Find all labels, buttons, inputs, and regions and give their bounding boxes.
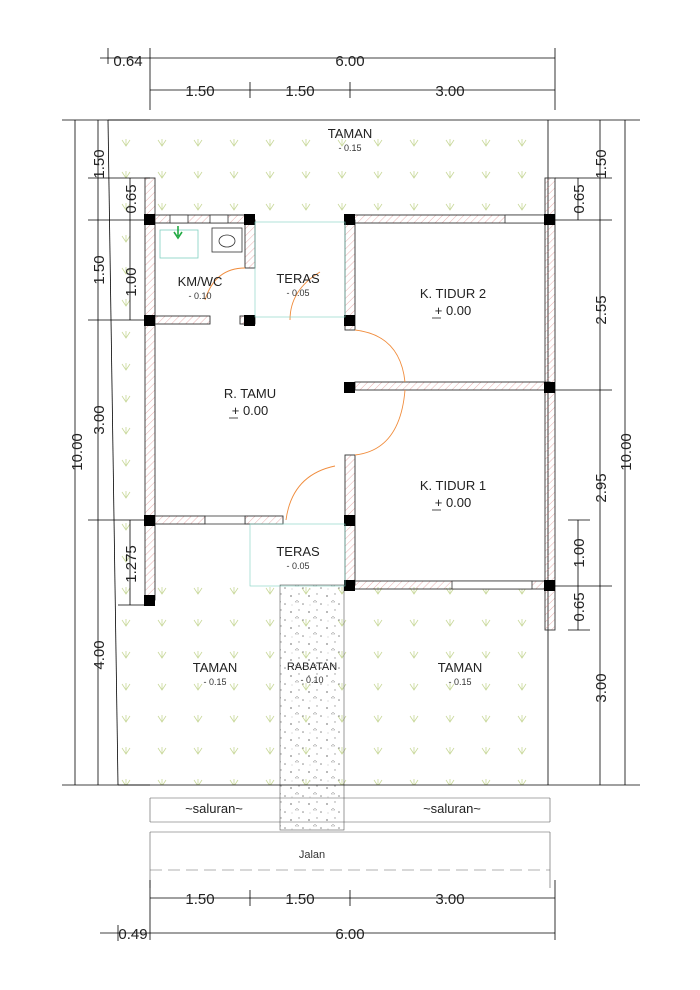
dim-right-4: 2.95 [593, 473, 610, 502]
dim-left-7: 4.00 [91, 640, 108, 669]
dim-right-6: 0.65 [571, 592, 588, 621]
bak-mandi-icon [159, 229, 199, 259]
teras-bottom-outline [249, 523, 346, 587]
elev-taman-top: - 0.15 [338, 143, 361, 153]
door-tidur2 [354, 329, 406, 383]
doors [204, 267, 406, 521]
dim-right-3: 2.55 [593, 295, 610, 324]
room-teras-top: TERAS [276, 271, 320, 286]
door-kmwc [204, 267, 246, 301]
dim-top-1: 1.50 [185, 83, 214, 100]
toilet-icon [211, 227, 243, 253]
dim-right-2: 0.65 [571, 184, 588, 213]
window-kmwc-1 [169, 214, 189, 224]
window-kmwc-2 [209, 214, 229, 224]
teras-outlines [249, 221, 346, 587]
dim-left-6: 1.275 [123, 545, 140, 583]
room-taman-top: TAMAN [328, 126, 373, 141]
elev-teras-top: - 0.05 [286, 288, 309, 298]
dim-bottom-1: 1.50 [185, 891, 214, 908]
dim-top-overall: 6.00 [335, 53, 364, 70]
windows [169, 214, 546, 590]
room-tamu: R. TAMU [224, 386, 276, 401]
dim-left-4: 1.00 [123, 267, 140, 296]
columns [144, 214, 555, 606]
dimension-labels: 6.00 0.64 1.50 1.50 3.00 1.50 1.50 3.00 … [69, 53, 635, 943]
garden-areas [108, 120, 548, 831]
dim-bottom-offset: 0.49 [118, 926, 147, 943]
room-taman-left: TAMAN [193, 660, 238, 675]
street-area [149, 797, 551, 888]
window-tidur1 [451, 580, 533, 590]
dimension-lines [62, 48, 640, 941]
window-tidur2 [504, 214, 546, 224]
room-kmwc: KM/WC [178, 274, 223, 289]
room-tidur2: K. TIDUR 2 [420, 286, 486, 301]
dim-right-total: 10.00 [618, 433, 635, 471]
door-teras-top [289, 271, 321, 321]
room-teras-bottom: TERAS [276, 544, 320, 559]
tap-icon [173, 226, 183, 240]
elev-teras-bottom: - 0.05 [286, 561, 309, 571]
dim-left-1: 1.50 [91, 149, 108, 178]
dim-left-total: 10.00 [69, 433, 86, 471]
elev-taman-left: - 0.15 [203, 677, 226, 687]
level-tidur2: + 0.00 [435, 303, 472, 318]
dim-top-2: 1.50 [285, 83, 314, 100]
dim-right-5: 1.00 [571, 538, 588, 567]
saluran-right: ~saluran~ [423, 801, 481, 816]
dim-bottom-2: 1.50 [285, 891, 314, 908]
elev-kmwc: - 0.10 [188, 291, 211, 301]
jalan-label: Jalan [299, 849, 325, 861]
bathroom-fixtures [159, 226, 243, 259]
dim-left-5: 3.00 [91, 405, 108, 434]
dim-right-7: 3.00 [593, 673, 610, 702]
dim-right-1: 1.50 [593, 149, 610, 178]
rabatan-gravel [280, 585, 344, 830]
elev-rabatan: - 0.10 [300, 675, 323, 685]
dim-top-3: 3.00 [435, 83, 464, 100]
dim-bottom-3: 3.00 [435, 891, 464, 908]
door-tidur1 [354, 389, 406, 456]
level-underlines [229, 317, 441, 511]
room-taman-right: TAMAN [438, 660, 483, 675]
room-tidur1: K. TIDUR 1 [420, 478, 486, 493]
level-tidur1: + 0.00 [435, 495, 472, 510]
dim-left-3: 1.50 [91, 255, 108, 284]
level-tamu: + 0.00 [232, 403, 269, 418]
dim-top-offset: 0.64 [113, 53, 142, 70]
elev-taman-right: - 0.15 [448, 677, 471, 687]
window-tamu [204, 515, 246, 525]
dim-left-2: 0.65 [123, 184, 140, 213]
saluran-left: ~saluran~ [185, 801, 243, 816]
room-labels: TAMAN - 0.15 KM/WC - 0.10 TERAS - 0.05 K… [178, 126, 487, 861]
dim-bottom-overall: 6.00 [335, 926, 364, 943]
door-front [285, 465, 336, 521]
teras-top-outline [254, 221, 346, 318]
room-rabatan: RABATAN [287, 661, 337, 673]
